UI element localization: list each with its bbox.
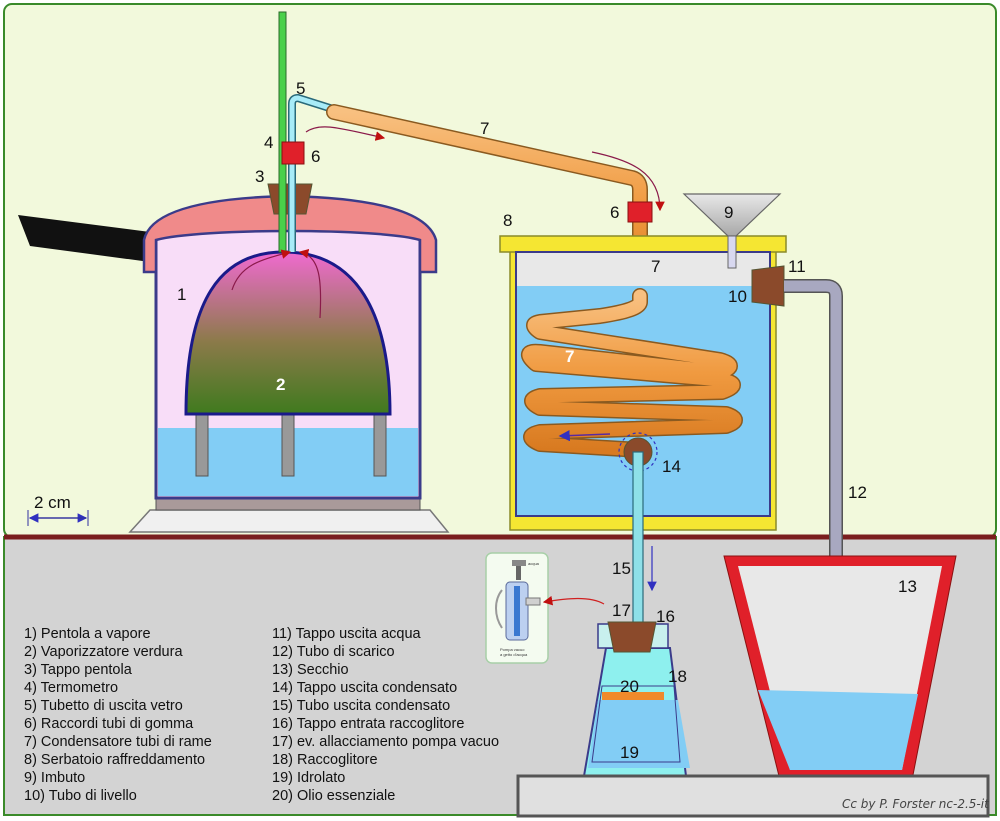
pot-bottom [155, 497, 421, 511]
callouts: 1 2 3 4 5 6 6 7 7 7 8 9 10 11 12 13 14 1… [177, 79, 917, 762]
legend-item: 18) Raccoglitore [272, 752, 378, 768]
legend-item: 8) Serbatoio raffreddamento [24, 752, 205, 768]
callout-20: 20 [620, 677, 639, 696]
legend-item: 2) Vaporizzatore verdura [24, 644, 183, 660]
callout-11: 11 [788, 257, 806, 276]
callout-6-condenser: 6 [610, 203, 619, 222]
pot-lid [142, 194, 438, 274]
legend-right: 11) Tappo uscita acqua 12) Tubo di scari… [272, 626, 499, 804]
legend-item: 16) Tappo entrata raccoglitore [272, 716, 464, 732]
callout-13: 13 [898, 577, 917, 596]
callout-7-pipe: 7 [480, 119, 489, 138]
essential-oil-layer [602, 692, 664, 700]
vapor-flow-arrow-2 [591, 151, 665, 212]
callout-17: 17 [612, 601, 631, 620]
steam-flow-arrow-2 [298, 248, 322, 319]
callout-16: 16 [656, 607, 675, 626]
pot-base-plate [128, 509, 450, 533]
tank-rim [499, 235, 787, 253]
copper-condenser [305, 104, 665, 308]
legend-item: 5) Tubetto di uscita vetro [24, 698, 183, 714]
legend-item: 13) Secchio [272, 662, 349, 678]
callout-3: 3 [255, 167, 264, 186]
rubber-joint-condenser [627, 201, 653, 223]
collector-flask [582, 621, 690, 777]
callout-18: 18 [668, 667, 687, 686]
thermometer [278, 11, 287, 253]
flask-hydrolate [588, 700, 690, 768]
legend-item: 17) ev. allacciamento pompa vacuo [272, 734, 499, 750]
callout-9: 9 [724, 203, 733, 222]
inset-caption-line-2: a getto d'acqua [500, 652, 528, 657]
legend-item: 9) Imbuto [24, 770, 85, 786]
table-top [516, 774, 990, 818]
water-outlet-stopper [751, 265, 785, 307]
bucket-water [758, 690, 918, 770]
legend-left: 1) Pentola a vapore 2) Vaporizzatore ver… [24, 626, 212, 804]
callout-4: 4 [264, 133, 273, 152]
vacuum-pump-inset: acqua Pompa vacuo a getto d'acqua [485, 552, 605, 664]
legend-item: 15) Tubo uscita condensato [272, 698, 450, 714]
scale-bar: 2 cm [27, 493, 89, 526]
legend-item: 4) Termometro [24, 680, 118, 696]
callout-19: 19 [620, 743, 639, 762]
inset-pointer-arrow [542, 595, 605, 606]
pot-handle [18, 215, 150, 262]
legend-item: 3) Tappo pentola [24, 662, 133, 678]
steam-pot [18, 11, 450, 533]
callout-1: 1 [177, 285, 186, 304]
legend-item: 20) Olio essenziale [272, 788, 395, 804]
legend-item: 10) Tubo di livello [24, 788, 137, 804]
inset-caption-line-1: Pompa vacuo [500, 647, 525, 652]
callout-7-tank: 7 [651, 257, 660, 276]
steam-flow-arrow [231, 249, 292, 291]
callout-12: 12 [848, 483, 867, 502]
coil-flow-arrow [558, 430, 611, 442]
callout-8: 8 [503, 211, 512, 230]
flask-inner [591, 685, 681, 763]
scale-label: 2 cm [34, 493, 71, 512]
callout-7-coil: 7 [565, 347, 574, 366]
steamer-leg-mid [281, 411, 295, 477]
legend-item: 1) Pentola a vapore [24, 626, 151, 642]
legend-item: 14) Tappo uscita condensato [272, 680, 457, 696]
callout-14: 14 [662, 457, 681, 476]
collector-stopper [607, 621, 657, 653]
bucket [723, 555, 957, 781]
callout-6-top: 6 [311, 147, 320, 166]
legend-item: 6) Raccordi tubi di gomma [24, 716, 194, 732]
condensate-stopper-ring [618, 432, 658, 472]
steamer-leg-left [195, 411, 209, 477]
callout-10: 10 [728, 287, 747, 306]
callout-5: 5 [296, 79, 305, 98]
vapor-flow-arrow [305, 126, 386, 141]
legend-item: 11) Tappo uscita acqua [272, 626, 422, 642]
rubber-joint-top [281, 141, 305, 165]
inset-tap-label: acqua [528, 561, 540, 566]
steamer-leg-right [373, 411, 387, 477]
legend-item: 12) Tubo di scarico [272, 644, 395, 660]
callout-2: 2 [276, 375, 285, 394]
legend-item: 19) Idrolato [272, 770, 345, 786]
legend-item: 7) Condensatore tubi di rame [24, 734, 212, 750]
funnel-stem [727, 235, 737, 269]
callout-15: 15 [612, 559, 631, 578]
credit-text: Cc by P. Forster nc-2.5-it [842, 797, 990, 811]
